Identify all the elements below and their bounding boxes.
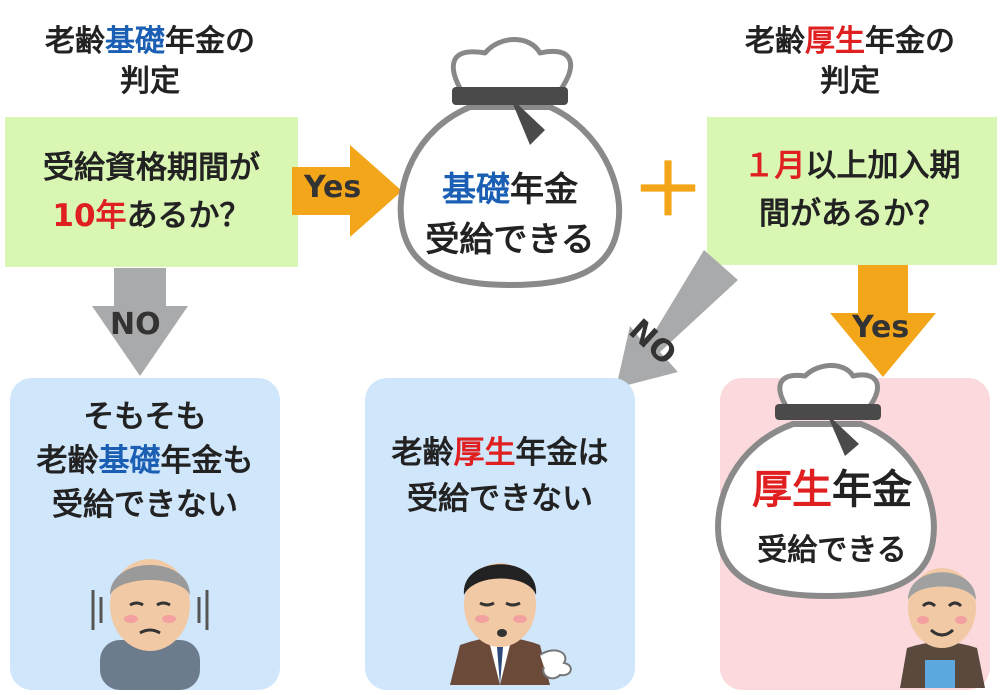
- right-question-box: １月以上加入期 間があるか？: [707, 117, 997, 265]
- money-bag-right-icon: [715, 363, 937, 600]
- yes-arrow-right-icon: [292, 145, 402, 237]
- yes-label-right: Yes: [852, 310, 910, 345]
- left-header-part1: 老齢: [45, 24, 105, 59]
- money-bag-center-icon: [397, 37, 623, 289]
- result-middle-rourei: 老齢: [391, 435, 454, 471]
- left-question-box: 受給資格期間が 10年あるか？: [5, 117, 298, 267]
- right-question-line2: 間があるか？: [759, 196, 945, 232]
- result-left-text: そもそも 老齢基礎年金も 受給できない: [10, 395, 280, 527]
- left-header: 老齢基礎年金の 判定: [10, 22, 290, 102]
- right-header-part3: 年金の: [865, 24, 955, 59]
- center-bag-kiso: 基礎: [442, 170, 510, 210]
- right-header: 老齢厚生年金の 判定: [710, 22, 990, 102]
- happy-elderly-man-icon: [900, 568, 985, 688]
- result-middle-nenkinwa: 年金は: [515, 435, 609, 471]
- yes-arrow-down-icon: [830, 265, 936, 377]
- center-bag-line2: 受給できる: [425, 220, 595, 260]
- result-left-nenkinmo: 年金も: [160, 443, 254, 479]
- sad-elderly-man-icon: [91, 559, 209, 690]
- result-middle-text: 老齢厚生年金は 受給できない: [365, 430, 635, 522]
- right-header-part2: 厚生: [805, 24, 865, 59]
- result-middle-kousei: 厚生: [453, 435, 516, 471]
- right-question-line1: 以上加入期: [805, 148, 961, 184]
- sighing-businessman-icon: [450, 563, 572, 685]
- left-question-line1: 受給資格期間が: [43, 150, 260, 186]
- right-header-line2: 判定: [820, 64, 880, 99]
- result-left-line1: そもそも: [83, 399, 207, 435]
- no-label-left: NO: [110, 307, 161, 342]
- right-question-1month: １月: [743, 148, 806, 184]
- no-arrow-down-left-icon: [92, 268, 188, 376]
- left-header-part3: 年金の: [165, 24, 255, 59]
- result-right-nenkin: 年金: [832, 467, 912, 513]
- no-arrow-diagonal-icon: [616, 250, 738, 388]
- left-header-line2: 判定: [120, 64, 180, 99]
- right-header-part1: 老齢: [745, 24, 805, 59]
- result-right-line2: 受給できる: [757, 533, 907, 568]
- left-question-line2: あるか？: [126, 198, 251, 234]
- yes-label-left: Yes: [304, 170, 362, 205]
- result-left-kiso: 基礎: [98, 443, 161, 479]
- result-middle-line2: 受給できない: [407, 481, 593, 517]
- result-right-kousei: 厚生: [752, 467, 832, 513]
- center-bag-nenkin: 年金: [510, 170, 578, 210]
- left-question-10years: 10年: [52, 198, 127, 234]
- plus-sign: ＋: [631, 148, 704, 232]
- result-left-line3: 受給できない: [52, 487, 238, 523]
- result-right-text: 厚生年金 受給できる: [722, 462, 942, 574]
- result-left-rourei: 老齢: [36, 443, 99, 479]
- center-bag-text: 基礎年金 受給できる: [410, 165, 610, 265]
- left-header-part2: 基礎: [105, 24, 165, 59]
